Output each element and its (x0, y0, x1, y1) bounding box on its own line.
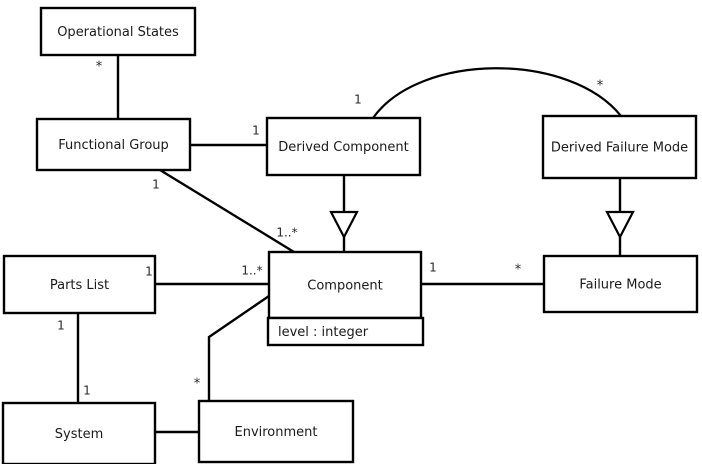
multiplicity-label-mult-pl-comp-left: 1 (145, 265, 153, 279)
class-box-parts-list[interactable]: Parts List (2, 254, 157, 315)
class-box-frame (197, 399, 355, 464)
multiplicity-label-mult-op-states: * (96, 60, 103, 75)
multiplicity-label-mult-fg-dc: 1 (252, 124, 260, 138)
class-name-label: System (55, 427, 103, 442)
class-box-frame (267, 250, 423, 320)
class-box-operational-states[interactable]: Operational States (39, 6, 197, 57)
generalization-triangle-icon (605, 210, 635, 240)
class-box-derived-component[interactable]: Derived Component (265, 116, 422, 177)
multiplicity-label-mult-comp-fm-left: 1 (429, 261, 437, 275)
generalization-derived-component-generalizes-component (329, 175, 359, 252)
multiplicity-label-mult-fg-comp-top: 1 (152, 178, 160, 192)
multiplicity-labels-layer: * 1 1 * 1 1..* 1 1..* 1 * 1 1 * (57, 60, 604, 398)
class-box-functional-group[interactable]: Functional Group (35, 117, 192, 172)
association-functional-group-component (159, 168, 295, 254)
attribute-label: level : integer (278, 325, 369, 340)
associations-layer (76, 55, 622, 434)
class-name-label: Derived Component (278, 140, 409, 155)
class-box-system[interactable]: System (1, 401, 157, 464)
association-derived-component-derived-failure-mode (372, 67, 622, 119)
multiplicity-label-mult-env-comp: * (194, 377, 201, 392)
class-box-frame (542, 254, 699, 314)
class-name-label: Functional Group (58, 138, 169, 153)
generalization-derived-failure-mode-generalizes-failure-mode (605, 178, 635, 256)
class-box-failure-mode[interactable]: Failure Mode (542, 254, 699, 314)
class-name-label: Parts List (50, 278, 109, 293)
class-box-environment[interactable]: Environment (197, 399, 355, 464)
attribute-compartment (266, 316, 425, 347)
class-name-label: Component (307, 279, 382, 294)
multiplicity-label-mult-pl-sys-top: 1 (57, 319, 65, 333)
multiplicity-label-mult-dfm-curve: * (597, 79, 604, 94)
class-box-frame (541, 114, 698, 180)
multiplicity-label-mult-fg-comp-bottom: 1..* (276, 226, 297, 240)
association-environment-component (207, 295, 270, 401)
multiplicity-label-mult-comp-fm-right: * (515, 263, 522, 278)
class-box-frame (39, 6, 197, 57)
generalizations-layer (329, 175, 635, 256)
generalization-triangle-icon (329, 210, 359, 240)
class-box-frame (35, 117, 192, 172)
class-name-label: Operational States (57, 25, 179, 40)
multiplicity-label-mult-dc-curve: 1 (354, 93, 362, 107)
class-name-label: Environment (234, 425, 317, 440)
class-box-derived-failure-mode[interactable]: Derived Failure Mode (541, 114, 698, 180)
class-box-frame (265, 116, 422, 177)
class-box-frame (1, 401, 157, 464)
multiplicity-label-mult-pl-sys-bottom: 1 (83, 384, 91, 398)
multiplicity-label-mult-pl-comp-right: 1..* (241, 264, 262, 278)
class-name-label: Derived Failure Mode (551, 141, 688, 156)
class-box-component[interactable]: Component level : integer (266, 250, 425, 347)
class-box-frame (2, 254, 157, 315)
class-name-label: Failure Mode (579, 278, 661, 293)
